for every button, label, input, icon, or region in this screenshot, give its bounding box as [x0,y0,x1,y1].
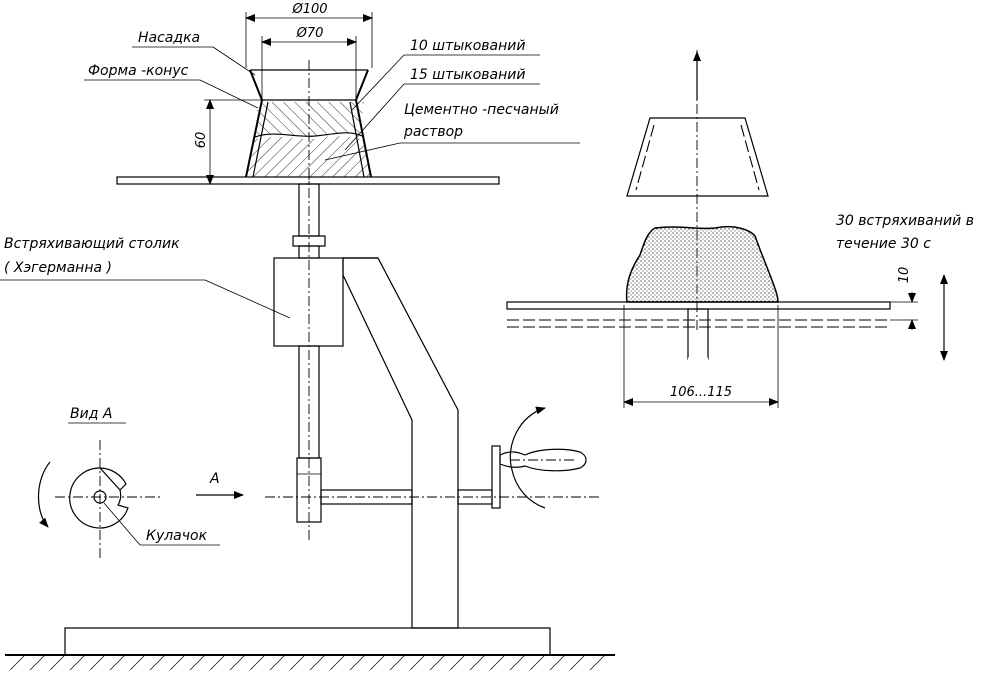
lifted-cone [626,50,769,330]
ground-base [5,627,615,671]
drop10-text: 10 [897,267,912,284]
label-shakes: 30 встряхиваний в течение 30 с [836,213,974,252]
d70-text: Ø70 [296,26,324,41]
label-nasadka: Насадка [132,30,256,76]
svg-text:( Хэгерманна ): ( Хэгерманна ) [4,260,112,276]
svg-text:30 встряхиваний в: 30 встряхиваний в [836,213,974,229]
svg-text:А: А [209,471,220,487]
dimension-d70: Ø70 [261,26,357,98]
svg-text:Кулачок: Кулачок [146,528,208,544]
label-10-shtykovanii: 10 штыкований [351,38,540,111]
label-stolik: Встряхивающий столик ( Хэгерманна ) [0,236,291,319]
guide-block [273,257,344,347]
handwheel [491,406,587,509]
svg-text:Вид А: Вид А [70,406,112,422]
label-15-shtykovanii: 15 штыкований [344,67,540,151]
table-plate [116,176,500,185]
rotation-arrow-icon [37,461,51,528]
svg-text:Насадка: Насадка [138,30,200,46]
svg-text:раствор: раствор [403,124,463,140]
cam-profile [69,467,129,529]
svg-text:10 штыкований: 10 штыкований [410,38,526,54]
cam-shaft [265,489,600,505]
dimension-h60: 60 [194,99,262,185]
machine-frame [342,257,459,629]
view-a: Вид А Кулачок [37,406,220,560]
mortar-spread [625,225,779,303]
d100-text: Ø100 [291,2,327,17]
dimension-drop10: 10 [890,267,948,361]
svg-text:Цементно -песчаный: Цементно -песчаный [404,102,559,118]
svg-text:течение 30 с: течение 30 с [836,236,931,252]
spread-table [506,301,891,361]
shaft [292,170,326,540]
label-forma-konus: Форма -конус [84,63,259,109]
cone-mould [245,60,372,184]
svg-text:Форма -конус: Форма -конус [88,63,189,79]
svg-text:15 штыкований: 15 штыкований [410,67,526,83]
h60-text: 60 [194,132,209,149]
label-rastvor: Цементно -песчаный раствор [324,102,580,161]
spread-text: 106...115 [670,385,732,400]
view-direction-arrow: А [196,471,244,499]
dimension-d100: Ø100 [245,2,373,68]
svg-text:Встряхивающий столик: Встряхивающий столик [4,236,180,252]
dimension-spread: 106...115 [623,305,779,408]
